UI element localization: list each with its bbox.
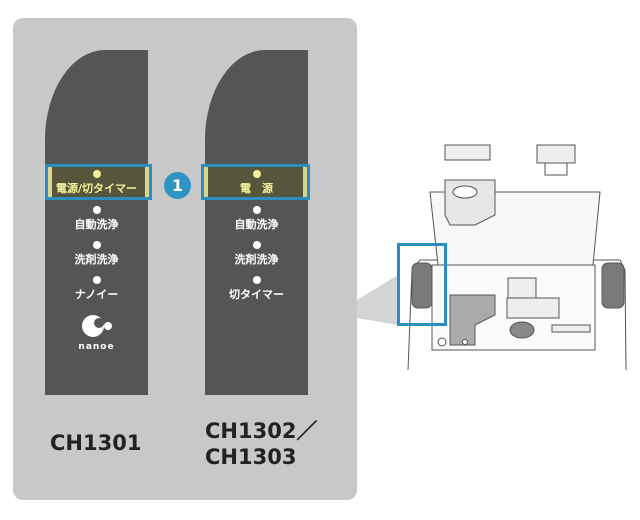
auto-wash-button[interactable]: 自動洗浄: [205, 206, 308, 232]
detergent-wash-button[interactable]: 洗剤洗浄: [205, 241, 308, 267]
control-panel-ch1302: [205, 50, 308, 395]
indicator-led: [92, 206, 101, 214]
model-label-ch1301: CH1301: [50, 431, 142, 455]
indicator-led: [252, 241, 261, 249]
button-label: 電源/切タイマー: [55, 182, 138, 195]
button-label: 洗剤洗浄: [74, 253, 119, 266]
highlight-box-panel-location: [397, 243, 447, 326]
auto-wash-button[interactable]: 自動洗浄: [45, 206, 148, 232]
step-badge: 1: [164, 172, 191, 199]
nanoe-logo-text: nanoe: [78, 342, 115, 352]
indicator-led: [252, 170, 261, 178]
model-label-line2: CH1303: [205, 445, 297, 469]
indicator-led: [92, 276, 101, 284]
nanoe-logo: nanoe: [45, 312, 148, 352]
button-label: 洗剤洗浄: [234, 253, 279, 266]
control-panel-ch1301: [45, 50, 148, 395]
nanoe-logo-icon: [81, 315, 112, 337]
detergent-wash-button[interactable]: 洗剤洗浄: [45, 241, 148, 267]
model-label-line1: CH1302／: [205, 419, 318, 443]
button-label: 切タイマー: [229, 288, 284, 301]
toilet-seat-illustration: [407, 144, 627, 371]
power-button[interactable]: 電 源: [205, 170, 308, 196]
off-timer-button[interactable]: 切タイマー: [205, 276, 308, 302]
power-timer-button[interactable]: 電源/切タイマー: [45, 170, 148, 196]
nanoe-button[interactable]: ナノイー: [45, 276, 148, 302]
button-label: ナノイー: [74, 288, 119, 301]
button-label: 自動洗浄: [234, 218, 279, 231]
indicator-led: [92, 241, 101, 249]
indicator-led: [252, 206, 261, 214]
button-label: 自動洗浄: [74, 218, 119, 231]
model-label-ch1302-ch1303: CH1302／ CH1303: [205, 418, 317, 470]
button-label: 電 源: [240, 182, 273, 195]
indicator-led: [252, 276, 261, 284]
indicator-led: [92, 170, 101, 178]
